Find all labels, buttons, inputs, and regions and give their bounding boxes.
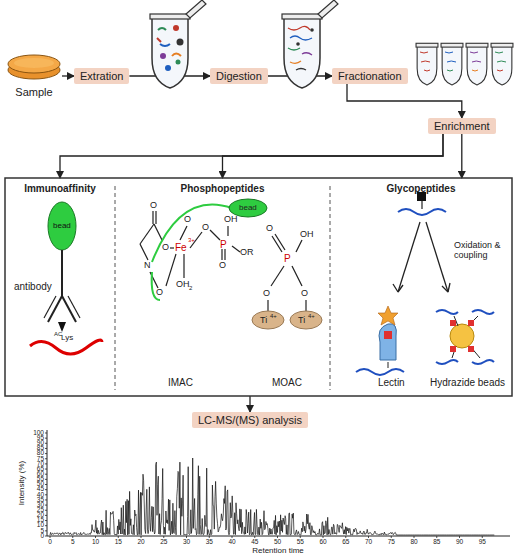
figure-label: 4+ <box>270 313 277 319</box>
figure-label: IMAC <box>168 378 193 388</box>
flow-arrow <box>223 134 444 178</box>
tick-label: 95 <box>37 435 44 442</box>
figure-label: Oxidation & coupling <box>454 240 512 261</box>
tick-label: 40 <box>37 492 44 499</box>
step-box: Fractionation <box>332 68 408 84</box>
figure-label: 4+ <box>308 313 315 319</box>
figure-label: P <box>284 254 291 264</box>
figure-label: 2 <box>189 285 192 291</box>
tick-label: 30 <box>183 539 190 546</box>
tick-label: 20 <box>37 512 44 519</box>
tick-label: 25 <box>160 539 167 546</box>
tick-label: 20 <box>137 539 144 546</box>
figure-label: OH <box>176 280 190 289</box>
tick-label: 30 <box>37 502 44 509</box>
tick-label: 15 <box>115 539 122 546</box>
tick-label: 85 <box>37 445 44 452</box>
node-text: Enrichment <box>434 120 490 132</box>
figure-label: bead <box>53 222 71 230</box>
tick-label: 90 <box>37 440 44 447</box>
node-text: Extration <box>80 70 123 82</box>
tick-label: 65 <box>37 466 44 473</box>
step-box: Digestion <box>210 68 268 84</box>
tick-label: 15 <box>37 517 44 524</box>
figure-label: Hydrazide beads <box>430 378 505 388</box>
figure-label: OH <box>224 215 238 224</box>
figure-label: O <box>156 288 163 297</box>
flow-arrow <box>62 75 74 76</box>
tick-label: 45 <box>251 539 258 546</box>
tick-label: 100 <box>33 430 44 437</box>
figure-label: Ti <box>260 316 267 325</box>
node-text: Digestion <box>216 70 262 82</box>
tick-label: 75 <box>37 456 44 463</box>
tick-label: 25 <box>37 507 44 514</box>
tick-label: 65 <box>342 539 349 546</box>
figure-label: O <box>266 224 273 233</box>
node-text: Immunoaffinity <box>24 183 96 194</box>
flow-arrow <box>60 134 443 178</box>
figure-label: O <box>202 223 209 232</box>
figure-label: P <box>220 240 227 250</box>
tick-label: 70 <box>365 539 372 546</box>
figure-label: 3+ <box>188 237 195 243</box>
figure-label: MOAC <box>272 378 302 388</box>
node-text: Fractionation <box>338 70 402 82</box>
tick-label: 10 <box>37 522 44 529</box>
tick-label: 5 <box>40 528 44 535</box>
figure-label: Ti <box>298 316 305 325</box>
node-text: Glycopeptides <box>387 183 456 194</box>
tick-label: 50 <box>274 539 281 546</box>
node-text: Sample <box>15 86 52 98</box>
figure-label: O <box>301 289 308 298</box>
tick-label: 80 <box>37 450 44 457</box>
figure-label: Lectin <box>378 378 405 388</box>
figure-label: Fe <box>175 243 187 253</box>
node-text: Phosphopeptides <box>181 183 265 194</box>
tick-label: 85 <box>433 539 440 546</box>
tick-label: 80 <box>410 539 417 546</box>
axis-title: Intensity (%) <box>18 461 26 505</box>
tick-label: 0 <box>40 533 44 540</box>
tick-label: 45 <box>37 486 44 493</box>
tick-label: 5 <box>71 539 75 546</box>
figure-label: O <box>184 215 191 224</box>
tick-label: 60 <box>319 539 326 546</box>
node-text: LC-MS/(MS) analysis <box>198 414 302 426</box>
axis-title: Retention time <box>252 547 304 555</box>
figure-label: bead <box>239 204 257 212</box>
tick-label: 75 <box>388 539 395 546</box>
flow-arrow <box>249 396 250 412</box>
method-section: Phosphopeptides <box>115 178 330 396</box>
tick-label: 0 <box>48 539 52 546</box>
tick-label: 95 <box>479 539 486 546</box>
tick-label: 35 <box>206 539 213 546</box>
tick-label: 90 <box>456 539 463 546</box>
tick-label: 60 <box>37 471 44 478</box>
tick-label: 10 <box>92 539 99 546</box>
tick-label: 35 <box>37 497 44 504</box>
method-section: Glycopeptides <box>330 178 512 396</box>
step-box: Enrichment <box>428 118 496 134</box>
figure-label: OR <box>240 248 254 257</box>
step-box: Extration <box>74 68 129 84</box>
tick-label: 70 <box>37 461 44 468</box>
figure-label: O <box>219 261 226 270</box>
figure-label: OH <box>300 230 314 239</box>
tick-label: 40 <box>228 539 235 546</box>
figure-label: O <box>263 289 270 298</box>
flow-arrow <box>461 134 462 178</box>
figure-label: O <box>162 243 169 252</box>
tick-label: 55 <box>297 539 304 546</box>
sample-label: Sample <box>6 36 62 98</box>
figure-label: antibody <box>14 282 52 292</box>
figure-label: Lys <box>61 334 73 342</box>
flow-arrow <box>347 84 462 118</box>
tick-label: 55 <box>37 476 44 483</box>
figure-label: O <box>150 201 157 210</box>
tick-label: 50 <box>37 481 44 488</box>
figure-label: N <box>144 261 151 270</box>
analysis-box: LC-MS/(MS) analysis <box>192 412 308 428</box>
